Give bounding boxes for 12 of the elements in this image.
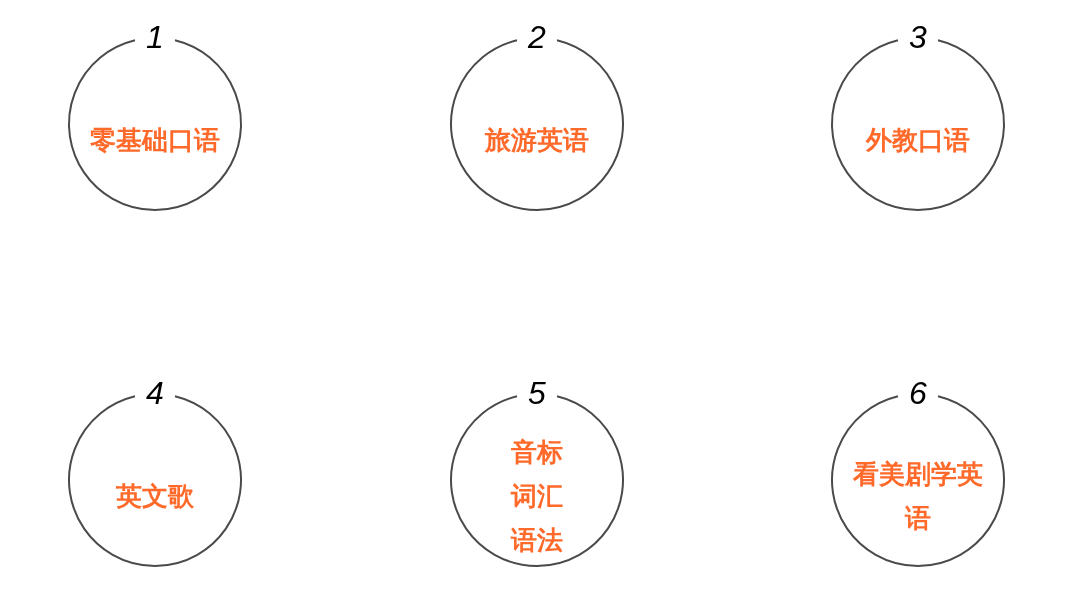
circle-number: 2	[527, 18, 547, 57]
topic-label: 音标词汇语法	[509, 436, 564, 557]
topic-label: 旅游英语	[483, 124, 590, 157]
circle-number: 6	[908, 374, 928, 413]
circle-number: 5	[527, 374, 547, 413]
topic-label: 零基础口语	[89, 124, 221, 157]
topic-label: 外教口语	[864, 124, 971, 157]
circle-number: 1	[145, 18, 165, 57]
topic-label: 英文歌	[115, 480, 195, 513]
circle-number: 3	[908, 18, 928, 57]
circle-number: 4	[145, 374, 165, 413]
topic-label: 看美剧学英语	[852, 458, 984, 535]
